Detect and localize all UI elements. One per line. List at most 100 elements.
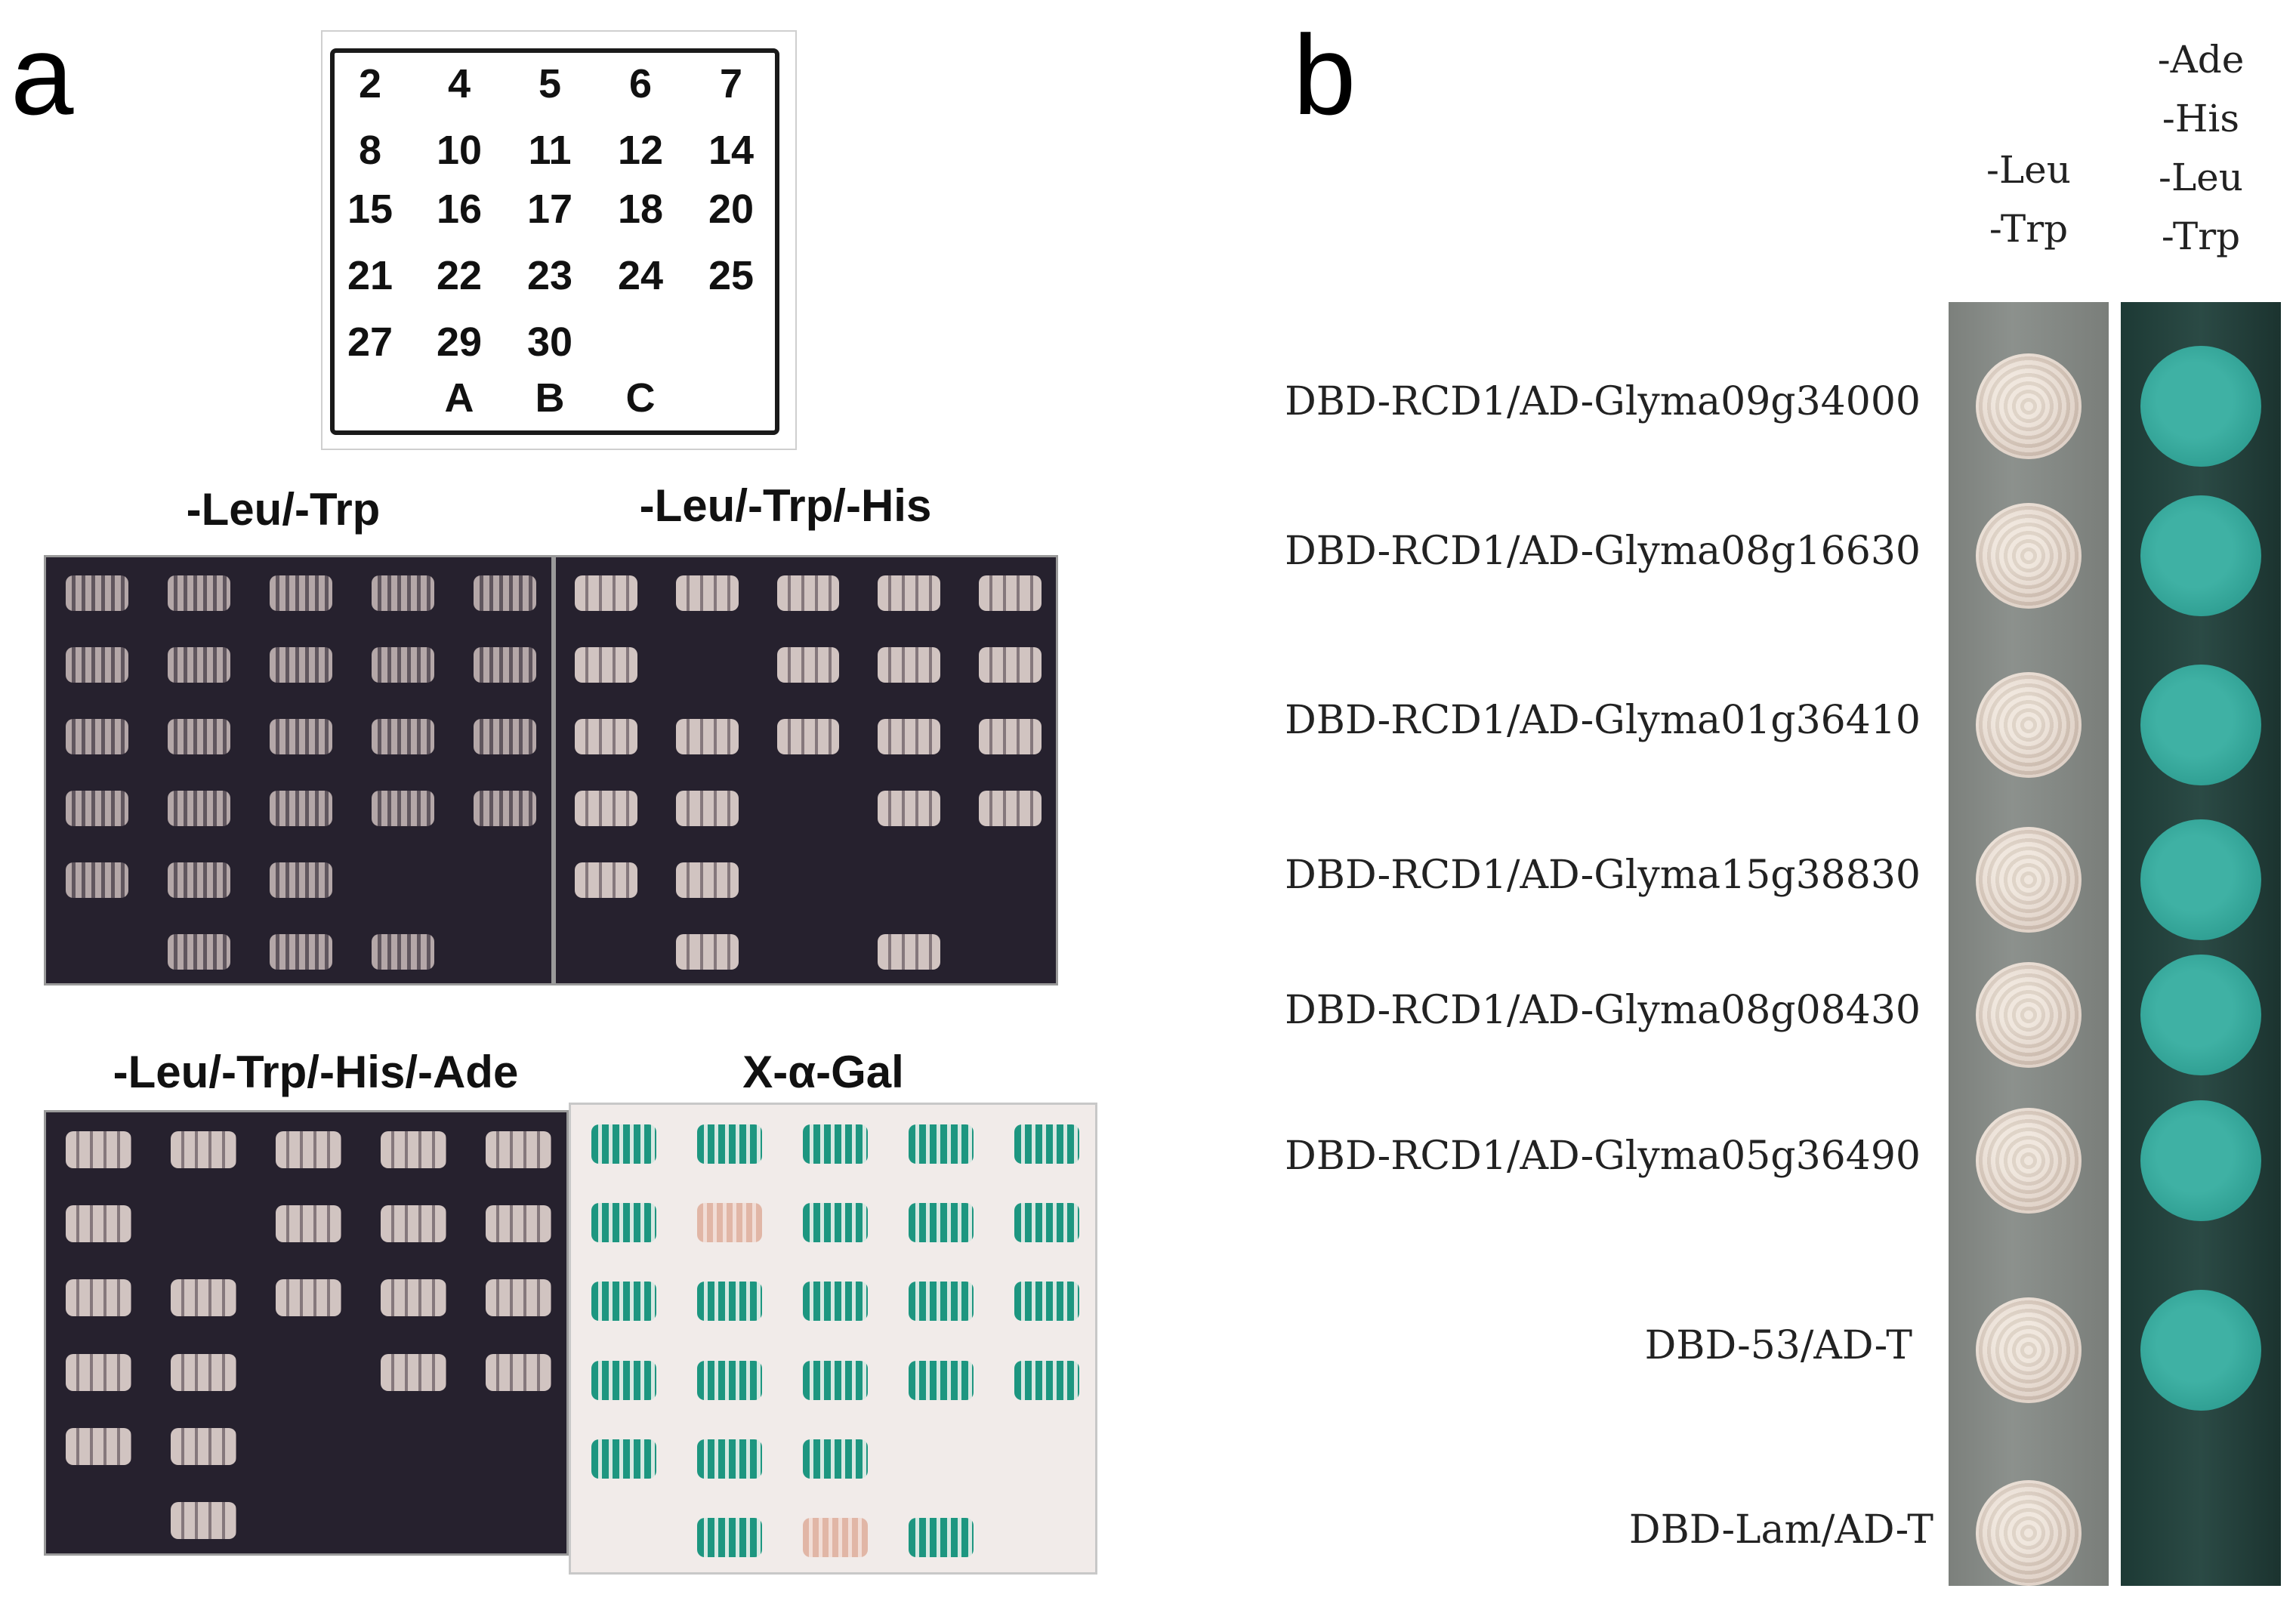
yeast-streak: [381, 1130, 446, 1168]
yeast-streak: [269, 718, 333, 755]
yeast-streak: [878, 575, 940, 612]
plate-layout-cell: 21: [347, 253, 393, 298]
column-header-line: -Trp: [1989, 207, 2069, 251]
yeast-streak: [802, 1439, 869, 1479]
colony-nonselective: [1976, 503, 2082, 609]
yeast-streak: [371, 790, 435, 827]
plate-layout-cell: 18: [617, 187, 664, 232]
yeast-streak: [802, 1124, 869, 1164]
colony-nonselective: [1976, 827, 2082, 933]
yeast-streak: [1014, 1282, 1080, 1322]
construct-label: DBD-RCD1/AD-Glyma15g38830: [1285, 853, 1921, 898]
yeast-streak: [371, 718, 435, 755]
yeast-streak: [878, 646, 940, 683]
colony-nonselective: [1976, 1297, 2082, 1403]
yeast-streak: [696, 1439, 763, 1479]
yeast-streak: [696, 1282, 763, 1322]
yeast-streak: [696, 1124, 763, 1164]
plate-layout-cell: 30: [526, 319, 573, 365]
yeast-streak: [908, 1124, 974, 1164]
yeast-streak: [473, 575, 537, 612]
yeast-streak: [171, 1502, 236, 1540]
yeast-streak: [978, 646, 1042, 683]
yeast-streak: [167, 575, 231, 612]
yeast-streak: [276, 1204, 341, 1243]
plate-layout-key: [330, 48, 779, 435]
yeast-streak: [381, 1204, 446, 1243]
colony-nonselective: [1976, 962, 2082, 1068]
plate-layout-cell: 7: [719, 61, 743, 106]
yeast-streak: [978, 718, 1042, 755]
yeast-streak: [575, 575, 638, 612]
yeast-streak: [167, 646, 231, 683]
construct-label: DBD-RCD1/AD-Glyma05g36490: [1285, 1134, 1921, 1179]
yeast-streak: [591, 1282, 657, 1322]
plate-layout-cell: 17: [526, 187, 573, 232]
yeast-streak: [486, 1353, 551, 1391]
yeast-streak: [66, 1279, 131, 1317]
plate-label-x-gal: X-α-Gal: [742, 1047, 904, 1097]
panel-b-letter: b: [1293, 11, 1356, 138]
yeast-streak: [575, 790, 638, 827]
yeast-streak: [696, 1517, 763, 1557]
colony-selective: [2140, 1290, 2261, 1411]
yeast-streak: [802, 1203, 869, 1243]
yeast-streak: [276, 1130, 341, 1168]
construct-label: DBD-RCD1/AD-Glyma08g16630: [1285, 529, 1921, 574]
yeast-streak: [473, 718, 537, 755]
yeast-streak: [1014, 1203, 1080, 1243]
yeast-streak: [269, 646, 333, 683]
yeast-streak: [978, 575, 1042, 612]
yeast-streak: [978, 790, 1042, 827]
yeast-streak: [675, 790, 739, 827]
yeast-streak: [675, 862, 739, 899]
yeast-streak: [65, 862, 129, 899]
yeast-streak: [171, 1427, 236, 1466]
yeast-streak: [802, 1282, 869, 1322]
yeast-streak: [276, 1279, 341, 1317]
yeast-streak: [486, 1130, 551, 1168]
yeast-streak: [802, 1360, 869, 1400]
plate-layout-cell: 10: [436, 128, 483, 173]
plate-leu-trp: [44, 555, 554, 985]
colony-selective: [2140, 495, 2261, 616]
yeast-streak: [591, 1203, 657, 1243]
yeast-streak: [473, 790, 537, 827]
yeast-streak: [167, 718, 231, 755]
plate-layout-cell: 29: [436, 319, 483, 365]
yeast-streak: [167, 790, 231, 827]
plate-layout-cell: C: [625, 375, 656, 421]
yeast-streak: [908, 1282, 974, 1322]
yeast-streak: [675, 575, 739, 612]
column-header-line: -Ade: [2157, 38, 2245, 82]
construct-label: DBD-RCD1/AD-Glyma08g08430: [1285, 988, 1921, 1033]
yeast-streak: [371, 575, 435, 612]
yeast-streak: [1014, 1124, 1080, 1164]
plate-layout-cell: 16: [436, 187, 483, 232]
plate-layout-cell: 5: [538, 61, 562, 106]
yeast-streak: [269, 575, 333, 612]
plate-leu-trp-his: [554, 555, 1058, 985]
plate-layout-cell: A: [444, 375, 474, 421]
plate-layout-cell: 2: [358, 61, 382, 106]
yeast-streak: [171, 1279, 236, 1317]
colony-selective: [2140, 346, 2261, 467]
yeast-streak: [65, 575, 129, 612]
yeast-streak: [696, 1203, 763, 1243]
yeast-streak: [776, 718, 840, 755]
yeast-streak: [1014, 1360, 1080, 1400]
construct-label: DBD-53/AD-T: [1644, 1323, 1912, 1368]
column-header-ade-his-leu-trp: -Ade -His -Leu -Trp: [2125, 30, 2276, 266]
yeast-streak: [575, 862, 638, 899]
yeast-streak: [65, 718, 129, 755]
colony-selective: [2140, 955, 2261, 1075]
yeast-streak: [675, 718, 739, 755]
yeast-streak: [167, 862, 231, 899]
plate-layout-key-frame: [321, 30, 797, 450]
yeast-streak: [66, 1353, 131, 1391]
yeast-streak: [486, 1204, 551, 1243]
yeast-streak: [66, 1130, 131, 1168]
colony-nonselective: [1976, 1108, 2082, 1214]
yeast-streak: [65, 646, 129, 683]
yeast-streak: [171, 1353, 236, 1391]
